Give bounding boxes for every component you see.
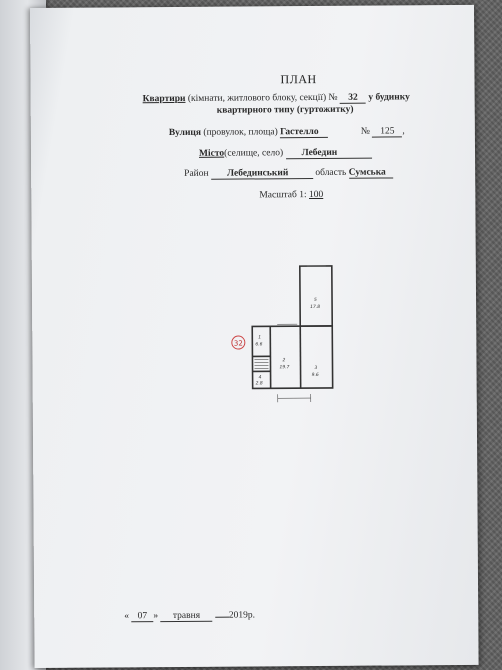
room-3-area: 9.6 [312,372,319,378]
apartment-tail: у будинку [365,92,410,103]
document-title: ПЛАН [280,72,317,87]
room-1-area: 6.6 [255,341,262,347]
room-outline-main [251,325,334,390]
room-2-num: 2 [282,357,285,363]
date-open-quote: « [124,611,130,622]
apartment-paren: (кімнати, житлового блоку, секції) № [185,92,338,104]
street-label: Вулиця [168,127,202,139]
district-label: Район [184,168,209,179]
house-number-label: № [360,126,371,137]
room-4-num: 4 [259,374,262,380]
street-line: Вулиця (провулок, площа) Гастелло № 125, [168,126,405,139]
city-paren: (селище, село) [224,148,284,159]
district-value: Лебединський [210,168,313,180]
apartment-line: Квартири (кімнати, житлового блоку, секц… [143,92,410,105]
city-label: Місто [198,148,225,159]
room-4-area: 2.8 [256,380,263,386]
room-outline-upper [299,265,334,327]
scale-line: Масштаб 1: 100 [259,190,323,200]
room-3-num: 3 [314,365,317,371]
building-type-line: квартирного типу (гуртожитку) [216,104,354,116]
house-number-value: 125 [372,126,403,138]
city-line: Місто(селище, село) Лебедин [198,147,372,160]
scale-value: 100 [308,189,324,201]
date-year: 2019р. [228,610,256,621]
oblast-value: Сумська [348,167,393,179]
scale-label: Масштаб 1: [259,190,307,201]
apartment-word: Квартири [142,93,186,105]
street-paren: (провулок, площа) [200,127,281,138]
district-line: Район Лебединський область Сумська [184,167,393,180]
date-line: « 07» травня 2019р. [124,610,256,623]
document-page: ПЛАН Квартири (кімнати, житлового блоку,… [30,4,479,668]
floor-plan: 32 5 17.8 2 19.7 3 9.6 1 6.6 4 2.8 [231,265,334,403]
oblast-label: область [315,167,347,179]
apartment-mark-number: 32 [234,340,243,348]
city-value: Лебедин [285,147,372,160]
street-value: Гастелло [280,126,329,139]
apartment-number: 32 [339,92,366,104]
date-day: 07 [131,611,154,623]
date-close-quote: » [153,611,159,622]
date-month: травня [160,610,213,623]
room-1-num: 1 [258,334,261,340]
apartment-mark-circle [231,335,246,350]
room-2-area: 19.7 [279,364,289,370]
room-5-num: 5 [314,297,317,303]
room-5-area: 17.8 [310,304,320,310]
